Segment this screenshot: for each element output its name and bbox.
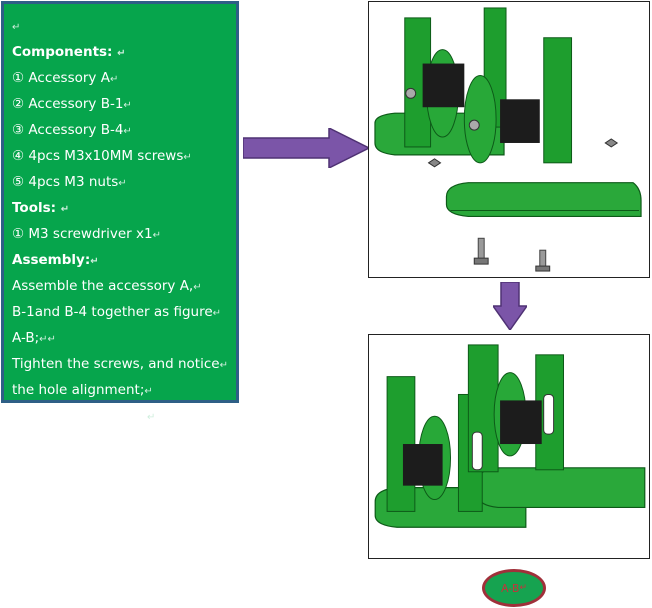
assembly-heading: Assembly:↵: [12, 252, 99, 268]
assembly-line: Tighten the screws, and notice↵: [12, 356, 228, 372]
component-item: ④ 4pcs M3x10MM screws↵: [12, 148, 192, 164]
instruction-panel: ↵ Components: ↵ ① Accessory A↵ ② Accesso…: [1, 1, 239, 424]
component-item: ⑤ 4pcs M3 nuts↵: [12, 174, 127, 190]
figure-label-oval: A-B↵: [482, 569, 546, 607]
blank-line: ↵: [12, 22, 21, 33]
exploded-parts-illustration: [374, 7, 642, 272]
assembly-line: B-1and B-4 together as figure↵: [12, 304, 222, 320]
components-heading: Components: ↵: [12, 44, 126, 60]
assembly-line: the hole alignment;↵: [12, 382, 153, 398]
component-item: ① Accessory A↵: [12, 70, 119, 86]
assembly-line: Assemble the accessory A,↵: [12, 278, 202, 294]
assembled-parts-illustration: [374, 344, 646, 528]
assembly-line: A-B;↵↵: [12, 330, 56, 346]
tool-item: ① M3 screwdriver x1↵: [12, 226, 161, 242]
exploded-view-image: [368, 1, 650, 278]
component-item: ③ Accessory B-4↵: [12, 122, 132, 138]
down-arrow-icon: [493, 282, 527, 330]
tools-heading: Tools: ↵: [12, 200, 70, 216]
assembled-view-image: [368, 334, 650, 559]
assembly-line: Shown as figure A-B↵: [12, 408, 156, 424]
right-arrow-icon: [243, 128, 369, 168]
figure-label: A-B: [501, 581, 520, 595]
component-item: ② Accessory B-1↵: [12, 96, 132, 112]
